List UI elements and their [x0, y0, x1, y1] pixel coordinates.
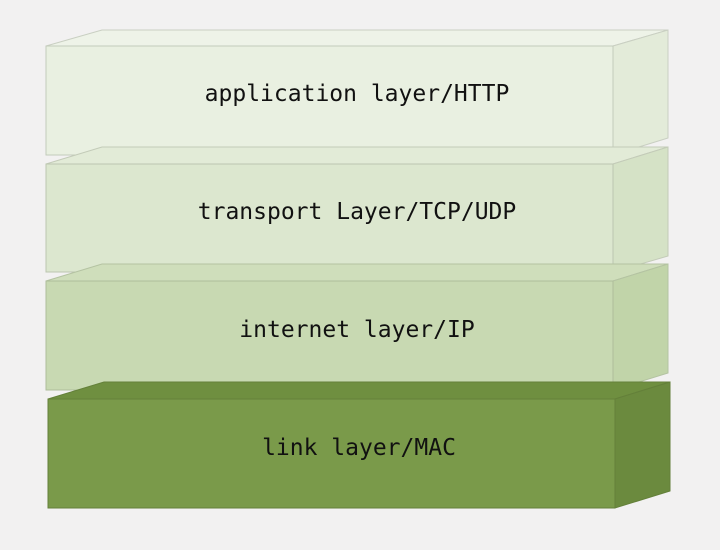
layer-link-top — [47, 381, 671, 400]
layer-link-face — [47, 398, 616, 509]
layer-internet-side — [612, 263, 669, 391]
layer-application-side — [612, 29, 669, 156]
layer-link-label: link layer/MAC — [262, 435, 456, 461]
layer-application: application layer/HTTP — [45, 29, 669, 156]
layer-transport-top — [45, 146, 669, 165]
layer-link-side — [614, 381, 671, 509]
layer-transport: transport Layer/TCP/UDP — [45, 146, 669, 273]
layer-internet-face — [45, 280, 614, 391]
layer-application-label: application layer/HTTP — [205, 81, 510, 107]
layer-internet-top — [45, 263, 669, 282]
layer-link: link layer/MAC — [47, 381, 671, 509]
layer-internet-label: internet layer/IP — [239, 317, 474, 343]
layer-transport-face — [45, 163, 614, 273]
layer-application-top — [45, 29, 669, 47]
layer-application-face — [45, 45, 614, 156]
layer-transport-side — [612, 146, 669, 273]
layer-transport-label: transport Layer/TCP/UDP — [198, 199, 517, 225]
layer-internet: internet layer/IP — [45, 263, 669, 391]
